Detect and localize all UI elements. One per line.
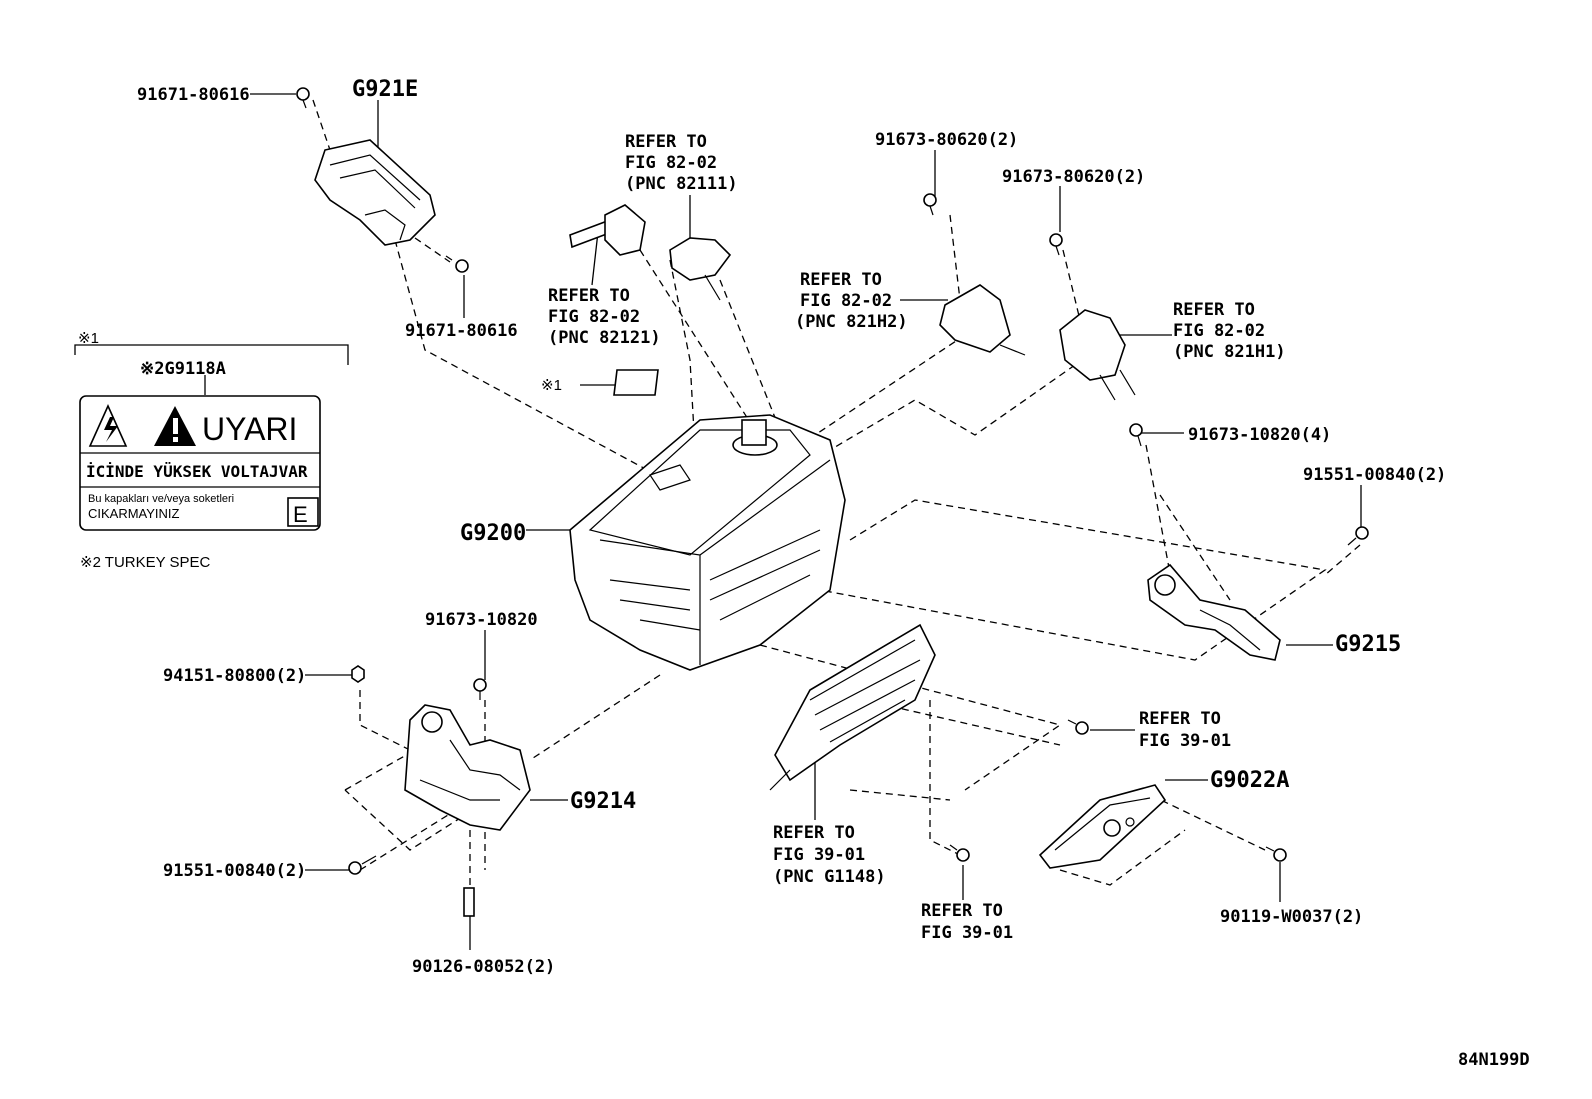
fastener-icons (296, 87, 1369, 917)
label-bolt-00840-right: 91551-00840(2) (1303, 465, 1446, 485)
label-refer-821h1-pnc: (PNC 821H1) (1173, 342, 1286, 362)
label-refer-82121-fig: FIG 82-02 (548, 307, 640, 327)
label-bolt-top-left: 91671-80616 (137, 85, 250, 105)
bolt-icon (1265, 846, 1287, 862)
label-refer-g1148-pnc: (PNC G1148) (773, 867, 886, 887)
label-g9118a: ※2G9118A (140, 359, 226, 379)
label-refer-82111-fig: FIG 82-02 (625, 153, 717, 173)
warning-code: E (293, 502, 308, 527)
diagram-id: 84N199D (1458, 1050, 1530, 1070)
label-g9200: G9200 (460, 521, 526, 546)
label-bolt-w0037: 90119-W0037(2) (1220, 907, 1363, 927)
bolt-icon (949, 844, 970, 862)
label-refer-821h1: REFER TO (1173, 300, 1255, 320)
label-refer-g1148-fig: FIG 39-01 (773, 845, 865, 865)
stud-icon (463, 887, 475, 917)
warning-line2: Bu kapakları ve/veya soketleri (88, 493, 234, 505)
high-voltage-icon (88, 404, 128, 447)
bolt-icon (348, 855, 377, 875)
label-turkey-spec: ※2 TURKEY SPEC (80, 554, 211, 571)
label-refer-3901-a: REFER TO (1139, 709, 1221, 729)
lower-frame-drawing (769, 623, 936, 791)
label-bolt-10820-4: 91673-10820(4) (1188, 425, 1331, 445)
label-g9214: G9214 (570, 789, 636, 814)
bolt-icon (296, 87, 310, 109)
nut-icon (351, 665, 365, 683)
inverter-g9200-drawing (569, 369, 846, 671)
bolt-icon (1347, 526, 1369, 546)
label-refer-821h2-pnc: (PNC 821H2) (795, 312, 908, 332)
label-note1-ref: ※1 (541, 377, 562, 394)
label-refer-82111: REFER TO (625, 132, 707, 152)
connector-drawings (569, 204, 1136, 401)
bracket-g9215-drawing (1147, 563, 1281, 661)
bolt-icon (445, 255, 469, 273)
bolt-icon (1049, 233, 1063, 256)
label-g921e: G921E (352, 77, 418, 102)
label-refer-3901-a-fig: FIG 39-01 (1139, 731, 1231, 751)
leader-lines (74, 93, 1362, 950)
label-refer-3901-b: REFER TO (921, 901, 1003, 921)
label-refer-821h1-fig: FIG 82-02 (1173, 321, 1265, 341)
bolt-icon (1067, 719, 1089, 735)
label-refer-82121-pnc: (PNC 82121) (548, 328, 661, 348)
bolt-icon (1129, 423, 1143, 447)
label-bolt-80620-b: 91673-80620(2) (1002, 167, 1145, 187)
warning-title: UYARI (202, 411, 297, 447)
label-bolt-00840-left: 91551-00840(2) (163, 861, 306, 881)
label-refer-821h2: REFER TO (800, 270, 882, 290)
bolt-icon (473, 678, 487, 700)
label-note1-mark: ※1 (78, 330, 99, 347)
label-bolt-g921e-lower: 91671-80616 (405, 321, 518, 341)
label-refer-821h2-fig: FIG 82-02 (800, 291, 892, 311)
label-g9022a: G9022A (1210, 768, 1289, 793)
label-bolt-80620-a: 91673-80620(2) (875, 130, 1018, 150)
label-stud-08052: 90126-08052(2) (412, 957, 555, 977)
warning-line1: İCİNDE YÜKSEK VOLTAJVAR (86, 462, 308, 481)
label-refer-g1148: REFER TO (773, 823, 855, 843)
label-g9215: G9215 (1335, 632, 1401, 657)
warning-label: UYARI İCİNDE YÜKSEK VOLTAJVAR Bu kapakla… (79, 395, 321, 531)
label-nut-80800: 94151-80800(2) (163, 666, 306, 686)
warning-line3: CIKARMAYINIZ (88, 506, 180, 521)
bracket-g9214-drawing (404, 704, 531, 831)
bolt-icon (923, 193, 937, 216)
warning-triangle-icon (154, 406, 196, 446)
label-refer-82121: REFER TO (548, 286, 630, 306)
label-refer-82111-pnc: (PNC 82111) (625, 174, 738, 194)
cover-g9022a-drawing (1038, 784, 1167, 869)
label-refer-3901-b-fig: FIG 39-01 (921, 923, 1013, 943)
cover-g921e-drawing (314, 139, 436, 246)
part-labels: 91671-80616 G921E 91671-80616 REFER TO F… (78, 77, 1530, 1070)
label-bolt-10820: 91673-10820 (425, 610, 538, 630)
